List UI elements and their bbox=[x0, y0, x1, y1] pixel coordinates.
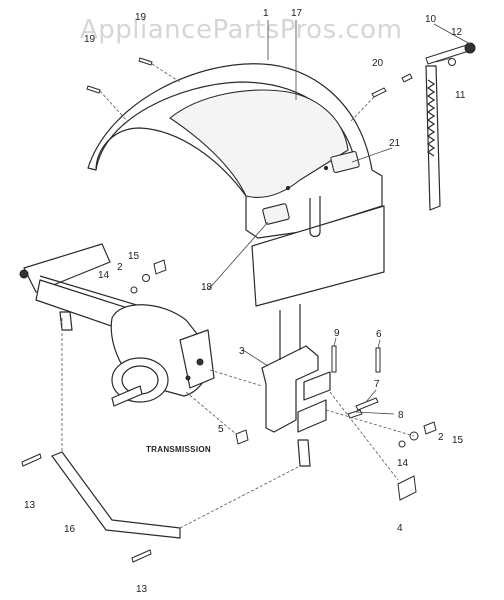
callout-10: 10 bbox=[425, 14, 437, 25]
shield-bolts bbox=[86, 57, 413, 123]
callout-19: 19 bbox=[84, 34, 96, 45]
bracket-assembly bbox=[209, 304, 331, 467]
callout-21: 21 bbox=[389, 138, 401, 149]
callout-16: 16 bbox=[64, 524, 76, 535]
callout-13: 13 bbox=[136, 584, 148, 595]
right-hardware bbox=[325, 345, 437, 501]
callout-9: 9 bbox=[334, 328, 340, 339]
callout-2: 2 bbox=[438, 432, 444, 443]
transmission-caption: TRANSMISSION bbox=[146, 445, 211, 454]
leader-lines bbox=[207, 20, 471, 415]
callout-11: 11 bbox=[455, 90, 466, 101]
callout-8: 8 bbox=[398, 410, 404, 421]
callout-20: 20 bbox=[372, 58, 384, 69]
callout-17: 17 bbox=[291, 8, 303, 19]
callout-2: 2 bbox=[117, 262, 123, 273]
callout-3: 3 bbox=[239, 346, 245, 357]
callout-13: 13 bbox=[24, 500, 36, 511]
callout-14: 14 bbox=[397, 458, 409, 469]
callout-15: 15 bbox=[128, 251, 140, 262]
transmission-body bbox=[110, 304, 215, 407]
callout-15: 15 bbox=[452, 435, 464, 446]
callout-19: 19 bbox=[135, 12, 147, 23]
callout-7: 7 bbox=[374, 379, 380, 390]
depth-bar bbox=[425, 42, 476, 211]
callout-4: 4 bbox=[397, 523, 403, 534]
callout-12: 12 bbox=[451, 27, 463, 38]
callout-14: 14 bbox=[98, 270, 110, 281]
tine-shield bbox=[87, 63, 385, 307]
callout-6: 6 bbox=[376, 329, 382, 340]
watermark-text: AppliancePartsPros.com bbox=[80, 15, 402, 45]
callout-1: 1 bbox=[263, 8, 269, 19]
left-hardware bbox=[130, 259, 249, 445]
drag-bar bbox=[21, 318, 301, 563]
callout-5: 5 bbox=[218, 424, 224, 435]
callout-18: 18 bbox=[201, 282, 213, 293]
callout-labels: 1 2 2 3 4 5 6 7 8 9 10 11 12 13 13 14 14… bbox=[24, 8, 466, 595]
